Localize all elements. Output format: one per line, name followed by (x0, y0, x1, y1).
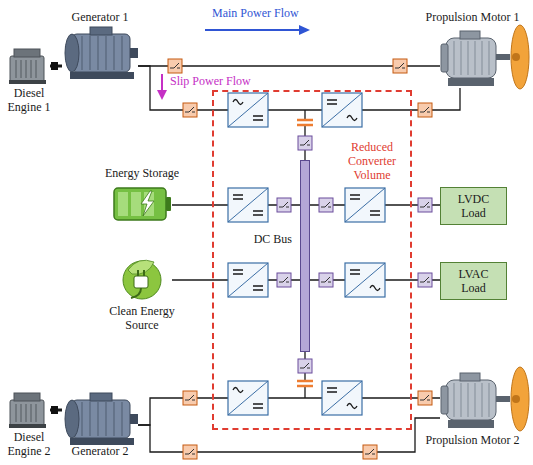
breaker-symbols (298, 359, 312, 373)
breaker-symbols (418, 103, 432, 117)
converter-symbols (345, 263, 385, 297)
dc-link-wires (304, 110, 305, 160)
node-label: Generator 1 (72, 10, 129, 24)
breaker-symbols (418, 273, 432, 287)
node-label: LVAC Load (445, 267, 502, 295)
engine-icon: Diesel Engine 2 (8, 392, 50, 428)
label-box: Slip Power Flow (170, 74, 251, 88)
node-label: Propulsion Motor 1 (426, 10, 520, 24)
node-label: Reduced Converter Volume (340, 140, 404, 182)
engine-icon: Diesel Engine 1 (8, 48, 50, 84)
node-label: DC Bus (254, 232, 292, 246)
breaker-symbols (418, 391, 432, 405)
energy-storage-illustration (141, 191, 154, 216)
energy-storage-illustration (131, 192, 141, 216)
converter-symbols (228, 93, 268, 127)
power-flow-arrows (157, 25, 310, 100)
converter-symbols (322, 381, 362, 415)
breaker-symbols (168, 59, 432, 459)
breaker-symbols (183, 445, 197, 459)
power-flow-arrows (205, 29, 300, 31)
capacitor-symbols (297, 120, 313, 386)
clean-energy-illustration (138, 270, 144, 276)
label-box: Reduced Converter Volume (340, 140, 404, 182)
node-label: Propulsion Motor 2 (426, 433, 520, 447)
load-box: LVAC Load (440, 262, 507, 300)
clean-energy-illustration (128, 260, 154, 274)
shaft-coupling (51, 62, 58, 70)
motor-icon: Propulsion Motor 1 (440, 30, 505, 88)
breaker-symbols (183, 391, 197, 405)
dc-bus-bar: DC Bus (300, 160, 310, 352)
clean-energy-icon: Clean Energy Source (112, 260, 172, 300)
machine-illustrations (441, 25, 529, 89)
power-flow-arrows (157, 90, 167, 100)
label-box: Diesel Engine 2 (6, 430, 52, 458)
label-box: Clean Energy Source (102, 304, 182, 332)
energy-storage-illustration (166, 197, 171, 211)
node-label: Diesel Engine 1 (6, 86, 52, 114)
capacitor-symbols (297, 120, 313, 125)
machine-illustrations (441, 367, 529, 431)
motor-icon: Propulsion Motor 2 (440, 372, 505, 430)
machine-illustrations (65, 27, 138, 79)
breaker-symbols (183, 103, 197, 117)
converter-symbols (322, 93, 362, 127)
breaker-symbols (418, 198, 432, 212)
clean-energy-illustration (131, 288, 141, 298)
breaker-symbols (298, 136, 312, 150)
flow-label: Slip Power Flow (170, 74, 251, 88)
clean-energy-illustration (123, 261, 161, 299)
converter-region: Reduced Converter Volume DC Bus (212, 90, 412, 430)
generator-icon: Generator 2 (62, 392, 138, 442)
shaft-coupling (51, 62, 58, 414)
flow-label: Main Power Flow (212, 6, 299, 20)
breaker-symbols (277, 198, 291, 212)
energy-storage-illustration (114, 188, 171, 220)
breaker-symbols (168, 59, 182, 73)
breaker-symbols (319, 273, 333, 287)
converter-symbols (228, 188, 268, 222)
machine-illustrations (9, 393, 46, 428)
breaker-symbols (319, 198, 333, 212)
label-box: Propulsion Motor 1 (426, 10, 520, 24)
energy-storage-icon: Energy Storage (112, 184, 172, 224)
label-box: Propulsion Motor 2 (426, 433, 520, 447)
power-flow-arrows (299, 25, 310, 35)
shaft-coupling (51, 406, 58, 414)
node-label: Clean Energy Source (102, 304, 182, 332)
converter-symbols (228, 381, 268, 415)
machine-illustrations (65, 393, 138, 445)
node-label: Energy Storage (105, 166, 179, 180)
node-label: Generator 2 (72, 444, 129, 458)
converter-symbols (345, 188, 385, 222)
power-flow-arrows (161, 74, 163, 91)
machine-illustrations (9, 25, 529, 445)
label-box: Diesel Engine 1 (6, 86, 52, 114)
breaker-symbols (393, 59, 407, 73)
node-label: LVDC Load (445, 192, 502, 220)
breaker-symbols (363, 445, 377, 459)
clean-energy-illustration (134, 276, 148, 288)
energy-storage-illustration (118, 192, 128, 216)
energy-storage-illustration (114, 188, 166, 220)
breaker-symbols (277, 273, 291, 287)
label-box: Generator 2 (72, 444, 129, 458)
generator-icon: Generator 1 (62, 26, 138, 80)
machine-illustrations (9, 49, 46, 84)
clean-energy-illustration (123, 260, 161, 299)
label-box: DC Bus (254, 232, 292, 246)
label-box: Main Power Flow (212, 6, 299, 20)
node-label: Diesel Engine 2 (6, 430, 52, 458)
label-box: Energy Storage (105, 166, 179, 180)
load-box: LVDC Load (440, 187, 507, 225)
converter-symbols (228, 263, 268, 297)
label-box: Generator 1 (72, 10, 129, 24)
capacitor-symbols (297, 381, 313, 386)
